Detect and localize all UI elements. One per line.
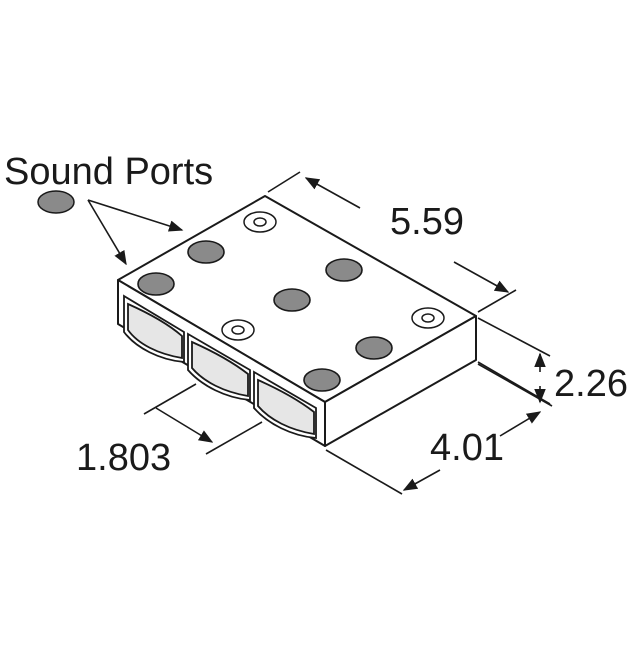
recess-3 xyxy=(253,370,317,439)
mounting-holes xyxy=(221,211,445,341)
legend-label: Sound Ports xyxy=(4,151,213,193)
sound-ports xyxy=(137,240,393,392)
dimension-height xyxy=(477,317,551,405)
recess-2 xyxy=(187,332,251,401)
sound-port xyxy=(325,258,363,282)
sound-port xyxy=(187,240,225,264)
dimension-pitch-label: 1.803 xyxy=(76,437,171,479)
mounting-hole xyxy=(221,319,255,341)
mounting-hole xyxy=(243,211,277,233)
dimension-width-label: 4.01 xyxy=(430,427,504,469)
legend-leader-lines xyxy=(87,199,184,266)
dimension-pitch xyxy=(143,383,263,455)
legend-port-swatch xyxy=(37,190,75,214)
dimension-width xyxy=(325,363,553,495)
recess-1 xyxy=(123,294,185,363)
dimension-length-label: 5.59 xyxy=(390,201,464,243)
sound-port xyxy=(137,272,175,296)
sound-port xyxy=(303,368,341,392)
front-recesses xyxy=(123,294,317,439)
side-face xyxy=(324,315,477,447)
sound-port xyxy=(355,336,393,360)
dimension-length xyxy=(267,171,517,313)
dimension-height-label: 2.26 xyxy=(554,363,628,405)
sound-port xyxy=(273,288,311,312)
mounting-hole xyxy=(411,307,445,329)
